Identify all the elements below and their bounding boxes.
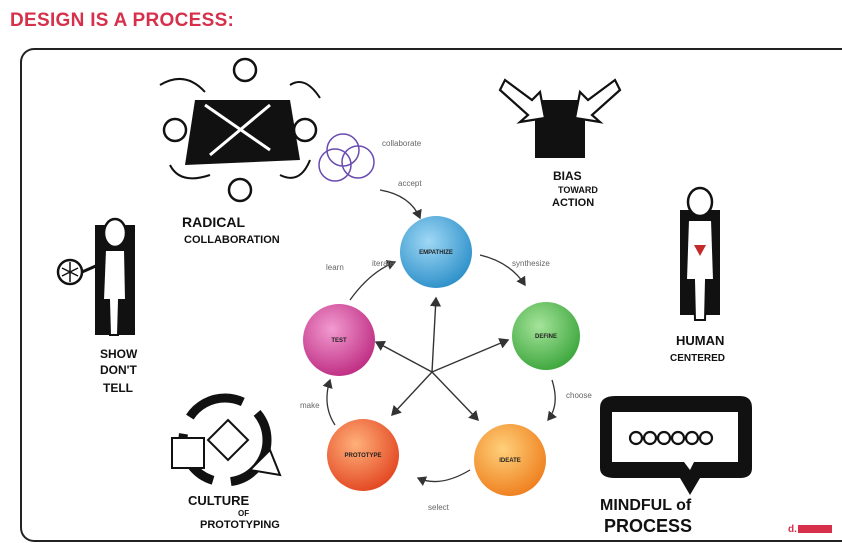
stage-define-label: DEFINE <box>535 334 557 340</box>
show-label-3: TELL <box>103 381 133 395</box>
radical-collab-label-2: COLLABORATION <box>184 234 280 246</box>
bias-toward-action-illustration <box>498 78 622 158</box>
bias-label-3: ACTION <box>552 197 594 209</box>
human-centered-label-2: CENTERED <box>670 353 725 364</box>
iterate-label: iterate <box>372 259 395 268</box>
stage-define: DEFINE <box>512 302 580 370</box>
stage-empathize: EMPATHIZE <box>400 216 472 288</box>
arrow-test-empathize <box>349 260 397 301</box>
show-dont-tell-illustration <box>56 217 135 336</box>
accept-label: accept <box>398 179 422 188</box>
choose-label: choose <box>566 391 592 400</box>
mindful-label-2: PROCESS <box>604 516 692 536</box>
stage-test: TEST <box>303 304 375 376</box>
learn-label: learn <box>326 263 344 272</box>
culture-of-prototyping-illustration <box>171 393 282 487</box>
bias-label-2: TOWARD <box>558 185 598 195</box>
arrow-prototype-test <box>322 378 336 426</box>
dschool-logo: d. <box>788 524 832 535</box>
accept-arrow <box>379 189 422 220</box>
culture-label-3: PROTOTYPING <box>200 519 280 531</box>
select-label: select <box>428 503 450 512</box>
brand-d: d. <box>788 524 797 535</box>
radical-collab-label-1: RADICAL <box>182 214 245 230</box>
show-label-2: DON'T <box>100 363 138 377</box>
stage-ideate: IDEATE <box>474 424 546 496</box>
culture-label-1: CULTURE <box>188 493 249 508</box>
stage-test-label: TEST <box>331 338 347 344</box>
stage-prototype-label: PROTOTYPE <box>345 453 382 459</box>
arrow-define-ideate <box>547 379 557 422</box>
collaborate-venn-icon <box>318 133 375 182</box>
arrow-empathize-define <box>479 254 526 287</box>
mindful-of-process-illustration <box>600 396 752 495</box>
bias-label-1: BIAS <box>553 169 582 183</box>
radical-collaboration-illustration <box>159 57 321 203</box>
human-centered-illustration <box>680 186 720 321</box>
collaborate-label: collaborate <box>382 139 422 148</box>
synthesize-label: synthesize <box>512 259 550 268</box>
show-label-1: SHOW <box>100 347 138 361</box>
culture-label-2: OF <box>238 509 249 518</box>
stage-empathize-label: EMPATHIZE <box>419 250 453 256</box>
stage-ideate-label: IDEATE <box>499 458 521 464</box>
page-title: DESIGN IS A PROCESS: <box>10 10 235 31</box>
brand-mark-bar <box>797 525 832 534</box>
mindful-label-1: MINDFUL of <box>600 497 692 514</box>
arrow-ideate-prototype <box>416 469 471 486</box>
central-star-arrows <box>374 296 510 422</box>
make-label: make <box>300 401 320 410</box>
human-centered-label-1: HUMAN <box>676 333 724 348</box>
stage-prototype: PROTOTYPE <box>327 419 399 491</box>
